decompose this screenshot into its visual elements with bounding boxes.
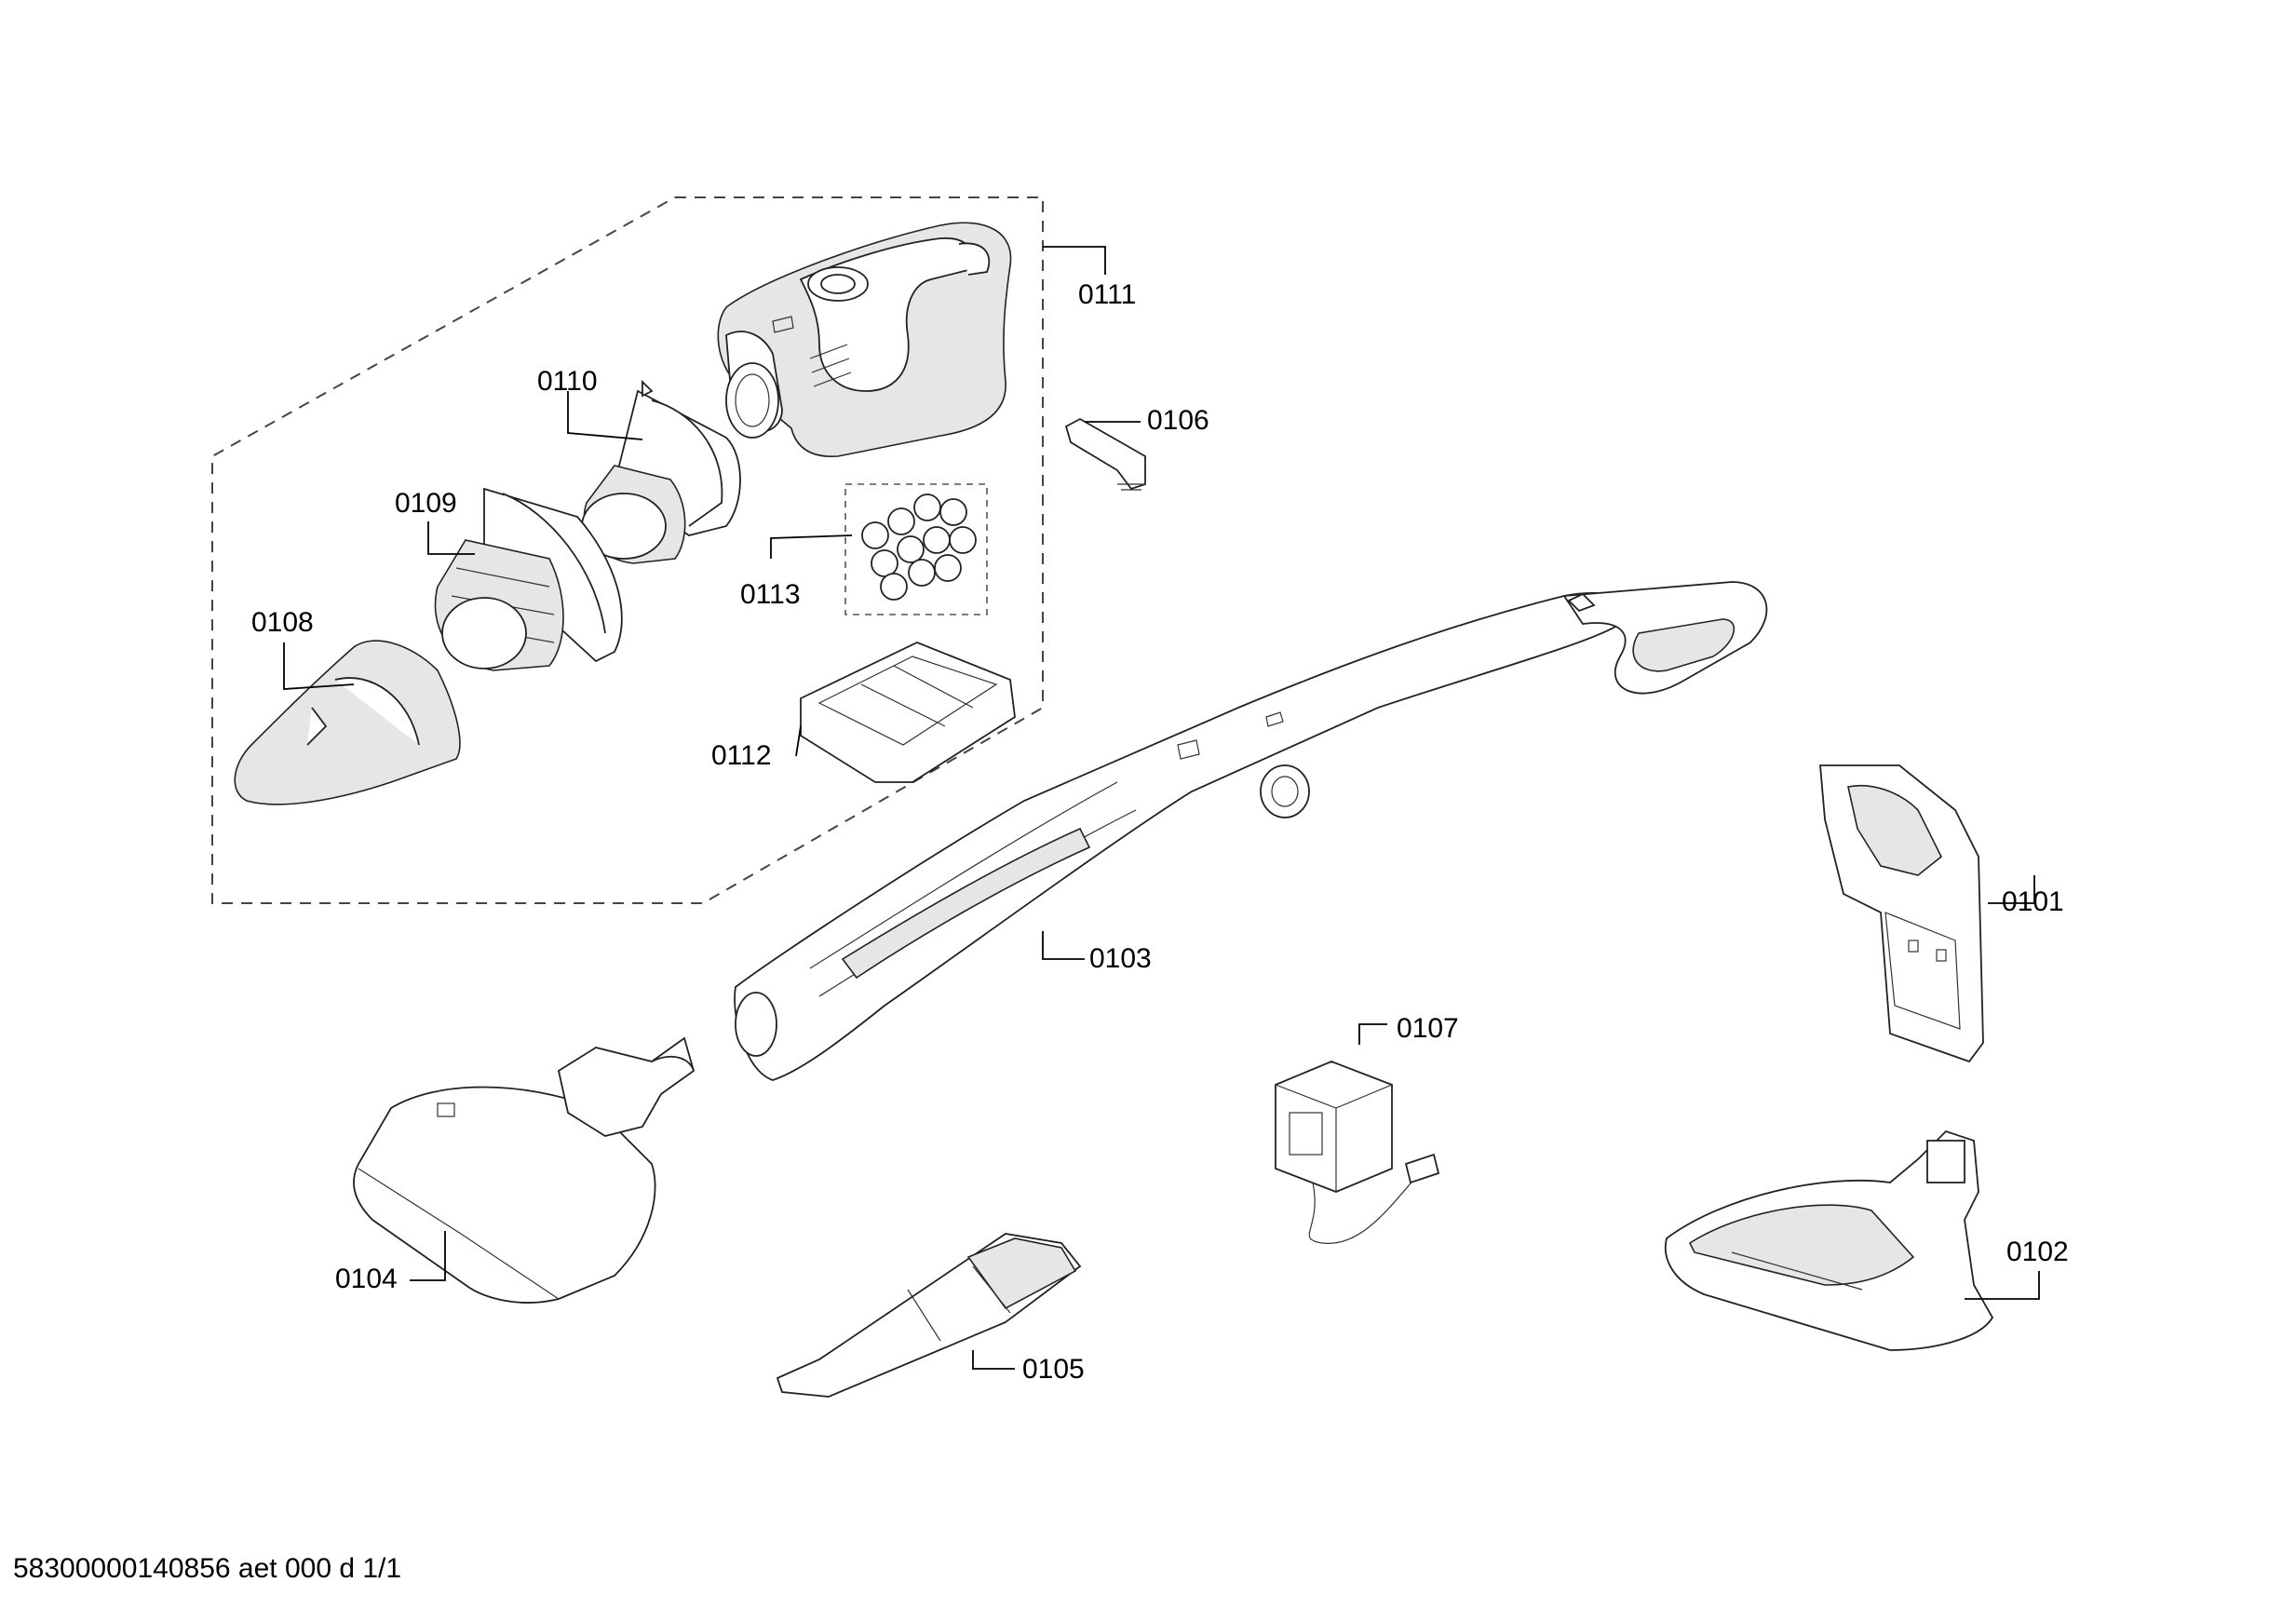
charger-adapter (1275, 1061, 1440, 1244)
part-label-0111: 0111 (1078, 279, 1137, 310)
part-label-0107: 0107 (1397, 1013, 1459, 1044)
part-label-0110: 0110 (537, 366, 598, 397)
document-id: 58300000140856 aet 000 d 1/1 (13, 1553, 402, 1584)
part-label-0113: 0113 (740, 579, 801, 610)
wall-bracket (1819, 764, 1984, 1063)
part-label-0109: 0109 (395, 488, 457, 519)
part-label-0101: 0101 (2002, 886, 2064, 917)
floor-brush (353, 1036, 696, 1304)
battery-tray (800, 642, 1016, 783)
part-label-0104: 0104 (335, 1264, 398, 1294)
upholstery-brush (1664, 1129, 1994, 1351)
small-brush (1064, 417, 1146, 491)
part-label-0112: 0112 (711, 740, 772, 771)
stick-handle-body (734, 581, 1768, 1081)
filter (434, 487, 623, 671)
part-label-0103: 0103 (1089, 943, 1152, 974)
leader-lines (283, 246, 2040, 1370)
part-label-0106: 0106 (1147, 405, 1209, 436)
part-label-0105: 0105 (1022, 1354, 1085, 1385)
part-label-0108: 0108 (251, 607, 314, 638)
part-label-0102: 0102 (2006, 1237, 2069, 1267)
filter-housing (581, 379, 741, 564)
battery-pack (844, 483, 988, 615)
crevice-nozzle (776, 1233, 1082, 1398)
dust-container-cover (234, 640, 461, 805)
handheld-motor-unit (717, 222, 1012, 457)
